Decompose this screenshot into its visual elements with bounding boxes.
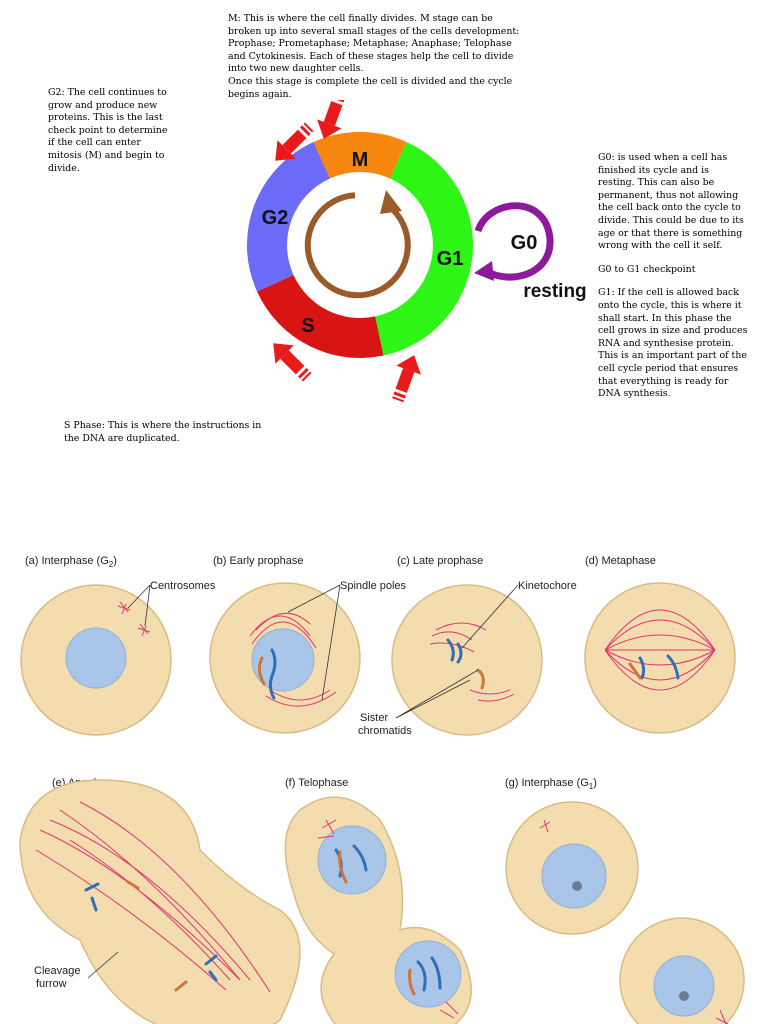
m-phase-cycle-restart: Once this stage is complete the cell is … — [228, 75, 513, 100]
s-phase-description: S Phase: This is where the instructions … — [64, 420, 262, 444]
cell-interphase-g1 — [505, 801, 745, 1024]
callout-line-kinetochore — [461, 584, 519, 649]
cell-anaphase — [19, 779, 301, 1024]
s-label: S — [301, 315, 314, 337]
inner-cycle-arrow — [304, 192, 411, 299]
g0-loop-arrowhead — [474, 261, 494, 281]
g2-phase-note: G2: The cell continues to grow and produ… — [48, 87, 168, 175]
g0-loop-arrow — [474, 202, 554, 281]
callout-line-cleavage-furrow — [87, 951, 119, 979]
g0-label: G0 — [511, 232, 538, 254]
callout-line-centrosomes — [127, 584, 151, 627]
mitosis-stages-illustration: (a) Interphase (G2) (b) Early prophase (… — [19, 555, 745, 1024]
callout-spindle-poles: Spindle poles — [340, 580, 407, 592]
callout-centrosomes: Centrosomes — [150, 580, 216, 592]
g1-phase-description: G1: If the cell is allowed back onto the… — [598, 287, 748, 400]
g2-segment — [246, 142, 330, 292]
g1-segment — [375, 142, 473, 356]
s-segment — [257, 275, 384, 358]
stage-label-metaphase: (d) Metaphase — [585, 555, 656, 567]
cell-cycle-diagram: M G1 S G2 G0 resting — [246, 100, 587, 403]
checkpoint-arrow-g2 — [275, 122, 314, 161]
resting-label: resting — [523, 281, 586, 302]
callout-sister: Sister — [360, 712, 388, 724]
checkpoint-arrows — [273, 100, 421, 403]
checkpoint-arrow-s — [273, 343, 312, 382]
stage-label-interphase-g2: (a) Interphase (G2) — [25, 555, 117, 569]
m-segment — [313, 131, 407, 179]
cell-interphase-g2 — [20, 584, 172, 736]
cell-metaphase — [584, 582, 736, 734]
m-phase-description: M: This is where the cell finally divide… — [228, 13, 520, 75]
stage-label-early-prophase: (b) Early prophase — [213, 555, 304, 567]
stage-label-telophase: (f) Telophase — [285, 777, 348, 789]
g2-label: G2 — [262, 207, 289, 229]
g2-phase-description: G2: The cell continues to grow and produ… — [48, 87, 168, 174]
m-phase-note: M: This is where the cell finally divide… — [228, 13, 528, 101]
inner-cycle-arrowhead — [380, 190, 402, 214]
m-label: M — [352, 149, 369, 171]
stage-label-late-prophase: (c) Late prophase — [397, 555, 483, 567]
g1-label: G1 — [437, 248, 464, 270]
checkpoint-arrow-g1 — [392, 355, 421, 403]
g0-g1-notes: G0: is used when a cell has finished its… — [598, 152, 748, 401]
cell-late-prophase — [391, 584, 543, 736]
g0-g1-checkpoint-note: G0 to G1 checkpoint — [598, 263, 696, 275]
s-phase-note: S Phase: This is where the instructions … — [64, 420, 279, 445]
callout-line-spindle-poles — [287, 584, 341, 701]
cell-early-prophase — [209, 582, 361, 734]
callout-chromatids: chromatids — [358, 725, 412, 737]
cell-telophase — [284, 796, 472, 1024]
checkpoint-arrow-m — [317, 100, 345, 139]
g0-phase-description: G0: is used when a cell has finished its… — [598, 152, 744, 252]
stage-label-interphase-g1: (g) Interphase (G1) — [505, 777, 597, 791]
callout-furrow: furrow — [36, 978, 67, 990]
callout-kinetochore: Kinetochore — [518, 580, 577, 592]
callout-line-sister-chromatids — [395, 669, 479, 719]
callout-cleavage: Cleavage — [34, 965, 80, 977]
